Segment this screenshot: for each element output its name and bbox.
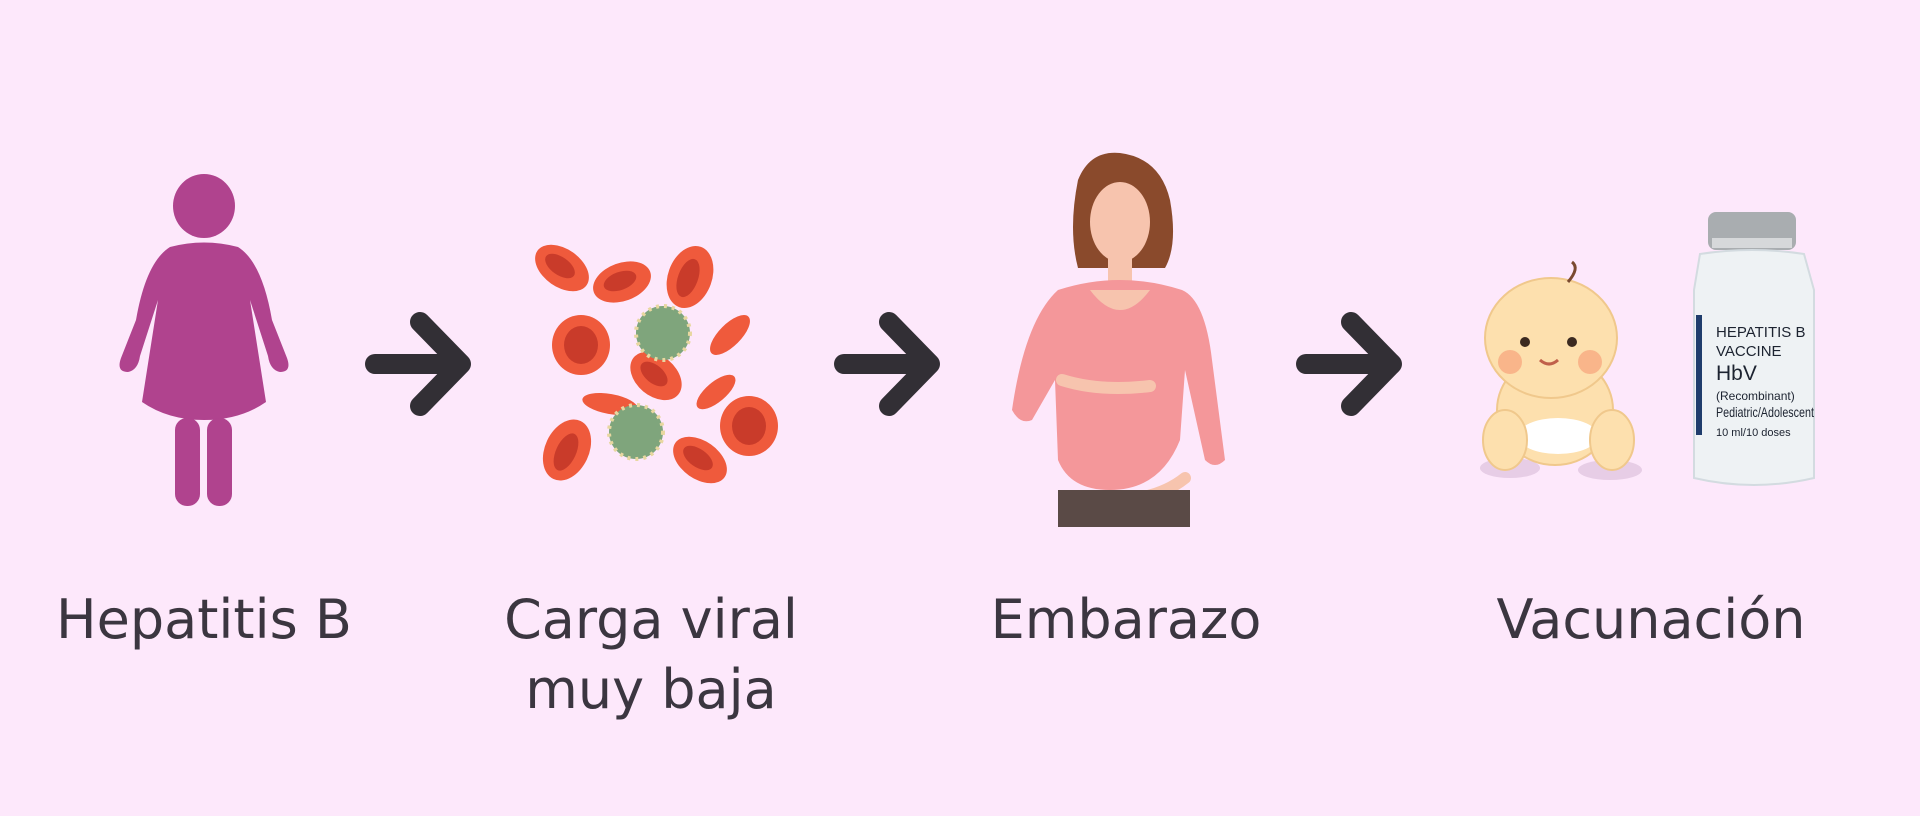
blood-cells-virus-icon [535,244,778,484]
pregnant-woman-icon [1012,152,1225,527]
vial-label-line: HEPATITIS B [1716,324,1805,341]
step-label-viral-load: Carga viral muy baja [431,585,871,725]
woman-icon [119,174,289,506]
arrow-right-icon [834,312,940,416]
virus-particle [607,304,692,461]
vaccine-vial-icon: HEPATITIS B VACCINE HbV (Recombinant) Pe… [1693,212,1815,486]
vial-label-line: Pediatric/Adolescent [1716,404,1814,420]
step-label-pregnancy: Embarazo [990,588,1262,651]
vial-label-line: VACCINE [1716,343,1782,360]
vial-label-line: HbV [1716,362,1757,385]
baby-icon [1480,260,1642,480]
vial-label-line: (Recombinant) [1716,389,1795,403]
step-label-line: muy baja [525,658,777,721]
arrow-right-icon [1296,312,1402,416]
step-label-hepatitis-b: Hepatitis B [56,588,352,651]
step-label-vaccination: Vacunación [1496,588,1806,651]
vial-label-line: 10 ml/10 doses [1716,427,1791,439]
step-label-line: Carga viral [504,588,798,651]
arrow-right-icon [365,312,471,416]
